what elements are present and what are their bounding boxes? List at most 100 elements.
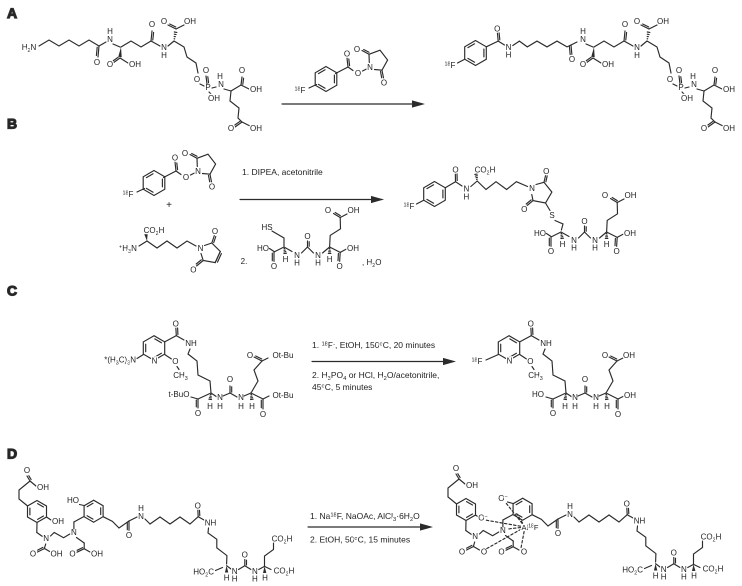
svg-text:*(H3C)3N: *(H3C)3N: [104, 356, 136, 367]
svg-text:O: O: [548, 247, 554, 256]
svg-text:O: O: [304, 232, 310, 241]
svg-text:+: +: [166, 200, 172, 211]
svg-text:O: O: [194, 75, 200, 84]
svg-text:H: H: [604, 240, 610, 249]
svg-text:18F: 18F: [404, 202, 415, 211]
svg-text:H: H: [580, 27, 586, 36]
svg-text:2. H3PO4 or HCl, H2O/acetonitr: 2. H3PO4 or HCl, H2O/acetonitrile,: [312, 370, 439, 382]
svg-text:N: N: [152, 357, 158, 366]
svg-text:OH: OH: [723, 124, 735, 133]
svg-text:H: H: [249, 402, 255, 411]
svg-text:N: N: [252, 567, 258, 576]
svg-text:t-BuO: t-BuO: [169, 390, 190, 399]
svg-text:N: N: [661, 565, 667, 574]
svg-text:H: H: [560, 240, 566, 249]
svg-text:O: O: [494, 25, 500, 34]
svg-text:O: O: [676, 66, 682, 75]
svg-text:O: O: [498, 548, 504, 557]
svg-text:N: N: [592, 236, 598, 245]
svg-text:, H2O: , H2O: [362, 258, 381, 269]
svg-text:O: O: [624, 500, 630, 509]
svg-text:2.: 2.: [241, 257, 248, 266]
svg-text:O: O: [195, 409, 201, 418]
svg-text:O: O: [381, 79, 387, 88]
svg-text:H: H: [593, 402, 599, 411]
svg-text:OH: OH: [91, 550, 103, 559]
svg-text:O: O: [227, 375, 233, 384]
svg-text:O: O: [555, 529, 561, 538]
svg-text:Al18F: Al18F: [522, 523, 539, 532]
svg-text:NH: NH: [634, 517, 646, 526]
svg-text:H2N: H2N: [22, 43, 37, 54]
svg-text:OH: OH: [250, 85, 262, 94]
svg-text:N: N: [294, 251, 300, 260]
svg-text:O: O: [459, 548, 465, 557]
svg-text:N: N: [691, 80, 697, 89]
svg-text:2. EtOH, 50oC, 15 minutes: 2. EtOH, 50oC, 15 minutes: [310, 535, 410, 545]
svg-text:OH: OH: [602, 60, 614, 69]
svg-text:CH3: CH3: [173, 371, 188, 382]
svg-text:O: O: [209, 183, 215, 192]
svg-text:1. Na18F, NaOAc, AlCl3·6H2O: 1. Na18F, NaOAc, AlCl3·6H2O: [310, 511, 420, 523]
svg-text:CH3: CH3: [528, 371, 543, 382]
svg-text:N: N: [71, 528, 77, 537]
svg-text:OH: OH: [51, 550, 63, 559]
svg-text:N: N: [571, 236, 577, 245]
svg-text:P: P: [205, 83, 210, 92]
svg-text:O: O: [453, 464, 459, 473]
svg-text:O: O: [481, 548, 487, 557]
svg-text:OH: OH: [129, 60, 141, 69]
svg-text:O: O: [580, 60, 586, 69]
svg-text:OH: OH: [37, 483, 49, 492]
svg-text:H: H: [262, 574, 268, 583]
svg-text:O: O: [615, 410, 621, 419]
svg-text:N: N: [507, 357, 513, 366]
svg-text:N: N: [232, 567, 238, 576]
svg-text:H: H: [138, 504, 144, 513]
svg-text:HO: HO: [534, 229, 546, 238]
svg-text:O: O: [183, 173, 189, 182]
svg-text:18F: 18F: [472, 357, 483, 366]
svg-text:HO: HO: [532, 390, 544, 399]
svg-text:O: O: [30, 550, 36, 559]
svg-text:O: O: [521, 548, 527, 557]
svg-text:H: H: [217, 402, 223, 411]
svg-text:O: O: [452, 166, 458, 175]
svg-text:O: O: [107, 60, 113, 69]
svg-text:H: H: [572, 402, 578, 411]
svg-text:N: N: [681, 565, 687, 574]
svg-text:H: H: [562, 402, 568, 411]
svg-text:N: N: [506, 43, 512, 52]
svg-text:O−: O−: [498, 494, 507, 503]
svg-text:H: H: [567, 502, 573, 511]
svg-text:O: O: [344, 50, 350, 59]
svg-text:N: N: [218, 80, 224, 89]
svg-text:O: O: [527, 357, 533, 366]
svg-text:O: O: [355, 69, 361, 78]
svg-text:N: N: [238, 393, 244, 402]
svg-text:N: N: [198, 244, 204, 253]
svg-text:P: P: [678, 83, 683, 92]
svg-text:N: N: [464, 185, 470, 194]
svg-text:H: H: [207, 402, 213, 411]
svg-text:H: H: [283, 255, 289, 264]
svg-text:O: O: [602, 191, 608, 200]
svg-text:O: O: [172, 357, 178, 366]
svg-text:H: H: [690, 72, 696, 81]
svg-text:N: N: [195, 167, 201, 176]
svg-text:H: H: [294, 259, 300, 268]
svg-text:N: N: [593, 393, 599, 402]
svg-text:O: O: [354, 45, 360, 54]
svg-text:H: H: [327, 255, 333, 264]
svg-text:N: N: [529, 184, 535, 193]
svg-text:H: H: [252, 575, 258, 584]
svg-text:CO2H: CO2H: [475, 166, 496, 177]
svg-text:O: O: [667, 75, 673, 84]
svg-text:CO2H: CO2H: [144, 226, 165, 237]
svg-text:O: O: [543, 167, 549, 176]
svg-text:O: O: [126, 531, 132, 540]
svg-text:CO2H: CO2H: [701, 533, 722, 544]
svg-text:18F: 18F: [445, 61, 456, 70]
svg-text:H: H: [604, 402, 610, 411]
svg-text:O: O: [521, 205, 527, 214]
